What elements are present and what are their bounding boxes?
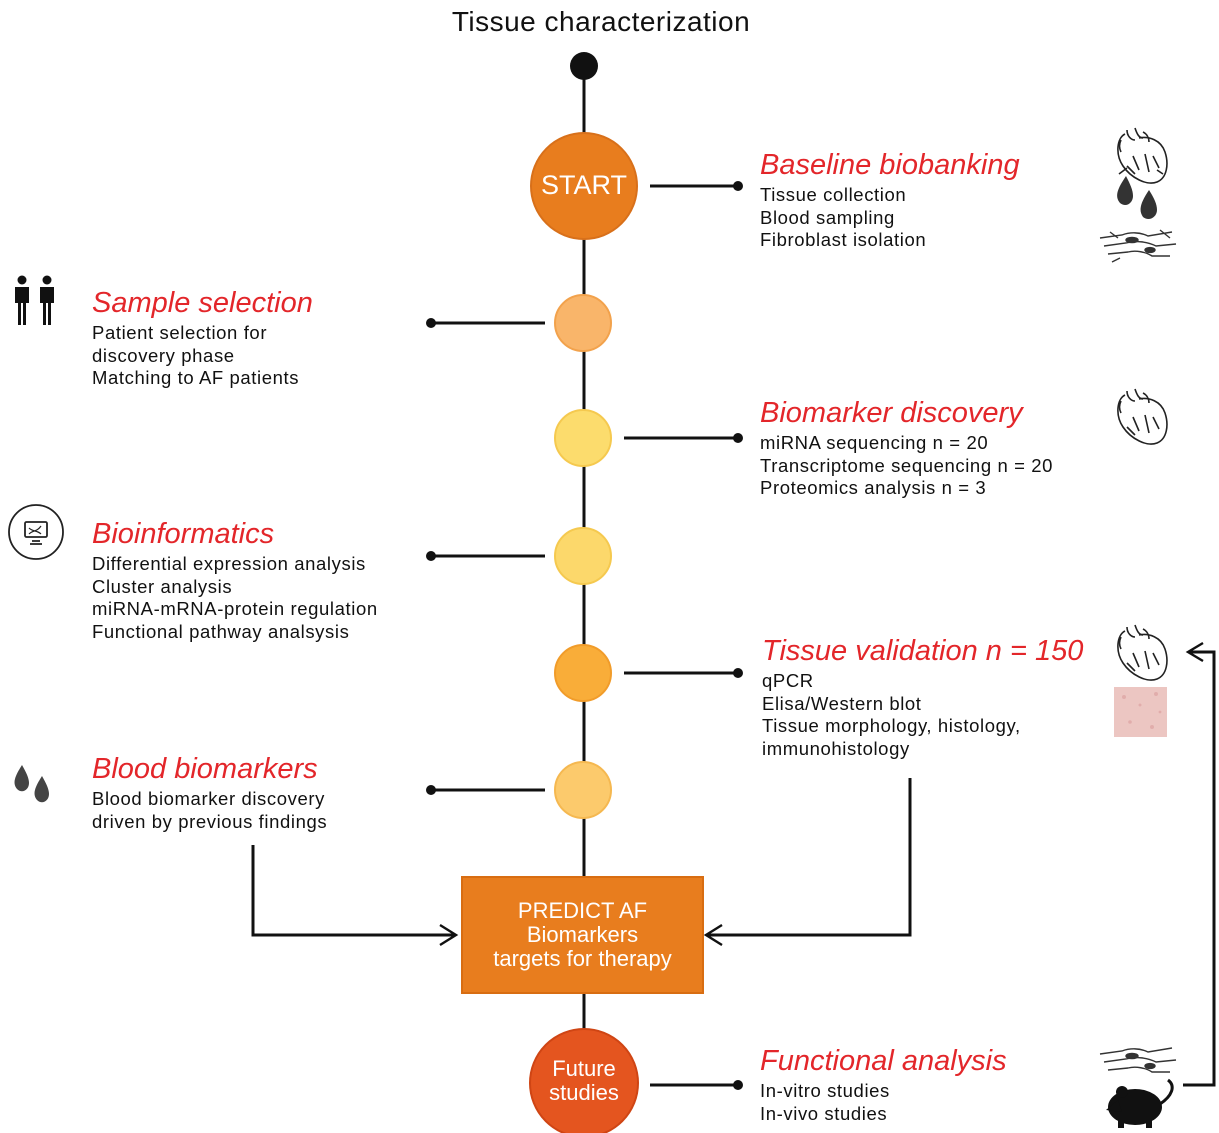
connector-dot xyxy=(733,1080,743,1090)
start-node xyxy=(530,132,638,240)
stage-line: discovery phase xyxy=(92,344,235,366)
fibroblast-cells-icon xyxy=(1099,1047,1177,1073)
stage-line: Matching to AF patients xyxy=(92,367,300,388)
arrowhead-right xyxy=(703,923,723,947)
node-discovery xyxy=(554,409,612,467)
future-label-line2: studies xyxy=(549,1080,619,1105)
stage-title: Tissue validation n = 150 xyxy=(762,635,1084,667)
stage-tissue-validation: Tissue validation n = 150 qPCR Elisa/Wes… xyxy=(762,634,1083,760)
predict-af-box: PREDICT AF Biomarkers targets for therap… xyxy=(461,876,704,994)
stage-line: Blood sampling xyxy=(760,206,895,228)
stage-line: In-vitro studies xyxy=(760,1080,890,1101)
blood-drops-icon xyxy=(14,765,49,803)
stage-title: Functional analysis xyxy=(760,1045,1007,1077)
stage-line: Tissue collection xyxy=(760,184,907,205)
stage-bioinformatics: Bioinformatics Differential expression a… xyxy=(92,517,378,643)
stage-line: qPCR xyxy=(762,670,814,691)
tissue-texture xyxy=(1122,692,1162,729)
connector-dot xyxy=(426,785,436,795)
feedback-loop-line xyxy=(1183,650,1216,1087)
heart-icon xyxy=(1117,624,1168,681)
box-line: targets for therapy xyxy=(493,946,672,971)
stage-line: Transcriptome sequencing n = 20 xyxy=(760,454,1054,476)
connector-dot xyxy=(733,433,743,443)
mouse-icon xyxy=(1106,1078,1174,1128)
heart-icon xyxy=(1117,388,1168,445)
stage-title: Baseline biobanking xyxy=(760,149,1020,181)
stage-line: miRNA sequencing n = 20 xyxy=(760,432,989,453)
patients-icon xyxy=(15,275,54,325)
stage-line: Differential expression analysis xyxy=(92,553,366,574)
connector-dot xyxy=(733,181,743,191)
stage-line: Fibroblast isolation xyxy=(760,229,927,250)
stage-biomarker-discovery: Biomarker discovery miRNA sequencing n =… xyxy=(760,396,1053,500)
arrow-blood-to-box xyxy=(251,845,455,937)
stage-title: Biomarker discovery xyxy=(760,397,1023,429)
stage-baseline: Baseline biobanking Tissue collection Bl… xyxy=(760,148,1020,252)
tissue-sample-icon xyxy=(1114,687,1167,737)
node-bioinfo xyxy=(554,527,612,585)
stage-line: Functional pathway analsysis xyxy=(92,620,350,642)
stage-line: driven by previous findings xyxy=(92,810,328,832)
timeline-top-dot xyxy=(570,52,598,80)
box-line: PREDICT AF xyxy=(517,898,648,923)
stage-line: In-vivo studies xyxy=(760,1102,888,1124)
stage-line: Cluster analysis xyxy=(92,575,233,597)
stage-line: Elisa/Western blot xyxy=(762,692,922,714)
future-label-line1: Future xyxy=(552,1056,616,1081)
diagram-title: Tissue characterization xyxy=(451,6,751,37)
box-line: Biomarkers xyxy=(526,922,639,947)
future-node xyxy=(529,1028,639,1133)
heart-icon xyxy=(1117,127,1168,184)
node-sample xyxy=(554,294,612,352)
node-blood xyxy=(554,761,612,819)
computer-dna-icon xyxy=(8,504,64,560)
connector-dot xyxy=(426,551,436,561)
stage-title: Bioinformatics xyxy=(92,518,275,550)
stage-line: Blood biomarker discovery xyxy=(92,788,325,809)
fibroblast-cells-icon xyxy=(1099,229,1177,263)
connector-dot xyxy=(733,668,743,678)
stage-line: Tissue morphology, histology, xyxy=(762,715,1021,736)
connector-dot xyxy=(426,318,436,328)
stage-sample-selection: Sample selection Patient selection for d… xyxy=(92,286,313,390)
node-validation xyxy=(554,644,612,702)
stage-line: miRNA-mRNA-protein regulation xyxy=(92,598,378,619)
arrow-validation-to-box xyxy=(708,778,912,937)
stage-title: Sample selection xyxy=(92,287,313,319)
blood-drops-icon xyxy=(1117,176,1157,220)
feedback-arrowhead xyxy=(1185,641,1204,663)
stage-line: immunohistology xyxy=(762,737,910,759)
stage-title: Blood biomarkers xyxy=(92,753,318,785)
arrowhead-left xyxy=(439,923,459,947)
stage-functional-analysis: Functional analysis In-vitro studies In-… xyxy=(760,1044,1007,1125)
start-label: START xyxy=(540,170,627,200)
stage-line: Proteomics analysis n = 3 xyxy=(760,477,987,498)
stage-line: Patient selection for xyxy=(92,322,268,343)
stage-blood-biomarkers: Blood biomarkers Blood biomarker discove… xyxy=(92,752,327,833)
